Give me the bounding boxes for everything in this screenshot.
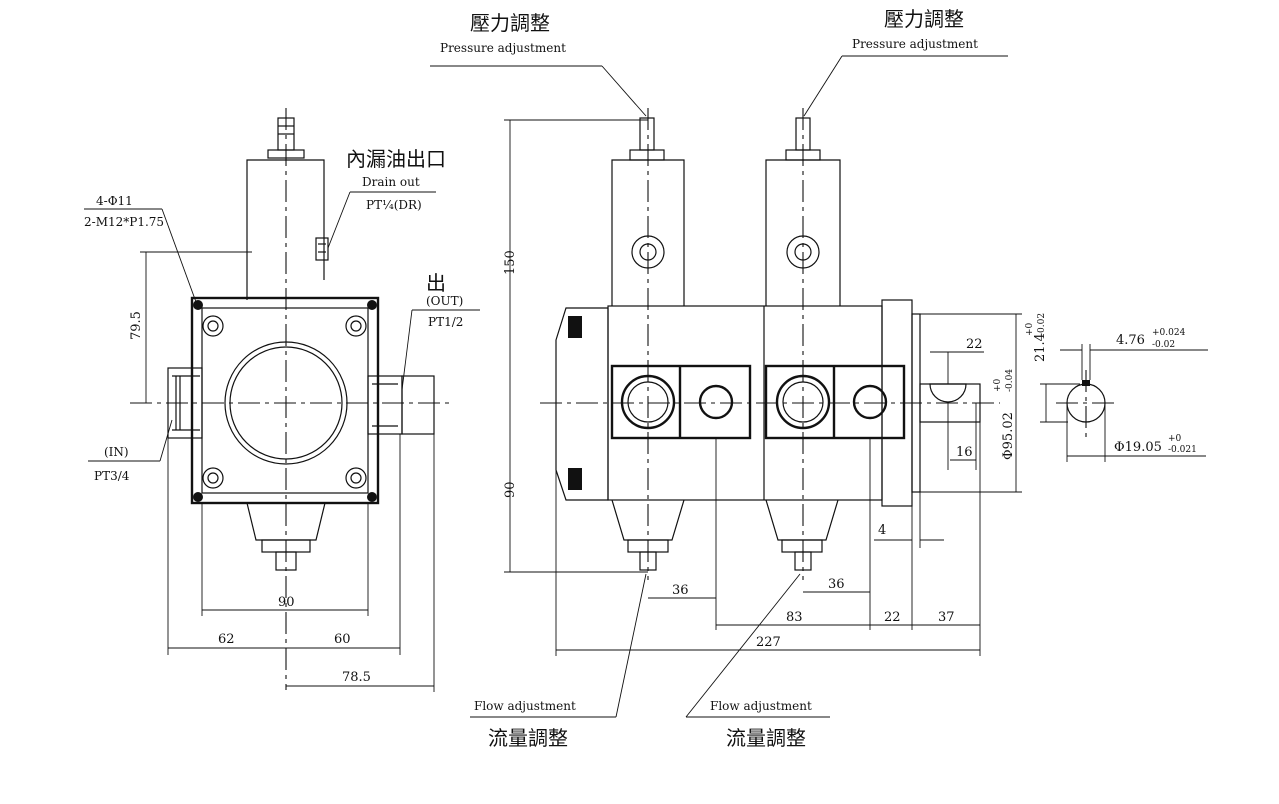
pressure-adj-en-left: Pressure adjustment [440, 41, 566, 55]
pressure-adj-cn-left: 壓力調整 [470, 11, 550, 35]
dim-key-w-tol-up: +0.024 [1152, 328, 1186, 338]
front-labels: 4-Φ11 2-M12*P1.75 內漏油出口 Drain out PT¼(DR… [84, 147, 480, 483]
dim-78-5: 78.5 [342, 670, 371, 685]
dim-60: 60 [334, 632, 351, 647]
pressure-adj-cn-right: 壓力調整 [884, 7, 964, 31]
dim-key-h-tol-lo: -0.02 [1037, 313, 1047, 336]
in-port-label: PT3/4 [94, 469, 130, 483]
dim-22-key: 22 [966, 337, 983, 352]
callouts: 壓力調整 Pressure adjustment 壓力調整 Pressure a… [430, 7, 1008, 750]
shaft-section: 21.4 +0 -0.02 4.76 +0.024 -0.02 Φ19.05 +… [1025, 313, 1208, 462]
dim-pilot-tol-up: +0 [993, 378, 1003, 392]
dim-79-5: 79.5 [129, 311, 144, 340]
dim-90-front: 90 [278, 595, 295, 610]
dim-pilot-tol-lo: -0.04 [1005, 369, 1015, 392]
flow-adj-cn-right: 流量調整 [726, 726, 806, 750]
bolt-label-2: 2-M12*P1.75 [84, 215, 164, 229]
flow-adj-cn-left: 流量調整 [488, 726, 568, 750]
dim-key-w: 4.76 [1116, 333, 1145, 348]
drain-label-en: Drain out [362, 175, 420, 189]
dim-shaft-tol-up: +0 [1168, 434, 1182, 444]
side-dimensions: 150 90 36 36 83 22 37 227 4 16 22 [503, 119, 1022, 656]
dim-36-b: 36 [828, 577, 845, 592]
drain-label-cn: 內漏油出口 [346, 147, 446, 171]
dim-16: 16 [956, 445, 973, 460]
out-label-cn: 出 [426, 271, 446, 295]
dim-90-side: 90 [503, 481, 518, 498]
front-dimensions: 79.5 90 62 60 78.5 [129, 251, 435, 692]
dim-62: 62 [218, 632, 235, 647]
dim-37: 37 [938, 610, 955, 625]
dim-pilot-dia: Φ95.02 [1001, 412, 1016, 460]
out-port-label: PT1/2 [428, 315, 463, 329]
pressure-adj-en-right: Pressure adjustment [852, 37, 978, 51]
bolt-label-1: 4-Φ11 [96, 194, 133, 208]
dim-150: 150 [503, 250, 518, 275]
dim-shaft-dia: Φ19.05 [1114, 440, 1162, 455]
front-view [130, 108, 452, 690]
dim-key-h: 21.4 [1033, 333, 1048, 362]
in-label-en: (IN) [104, 445, 129, 459]
dim-key-h-tol-up: +0 [1025, 322, 1035, 336]
dim-key-w-tol-lo: -0.02 [1152, 340, 1175, 350]
dim-83: 83 [786, 610, 803, 625]
dim-4: 4 [878, 523, 886, 538]
side-view [540, 108, 1000, 580]
flow-adj-en-left: Flow adjustment [474, 699, 576, 713]
drain-port-label: PT¼(DR) [366, 198, 422, 212]
out-label-en: (OUT) [426, 294, 463, 308]
dim-36-a: 36 [672, 583, 689, 598]
dim-227: 227 [756, 635, 781, 650]
dim-22: 22 [884, 610, 901, 625]
flow-adj-en-right: Flow adjustment [710, 699, 812, 713]
dim-shaft-tol-lo: -0.021 [1168, 445, 1197, 455]
